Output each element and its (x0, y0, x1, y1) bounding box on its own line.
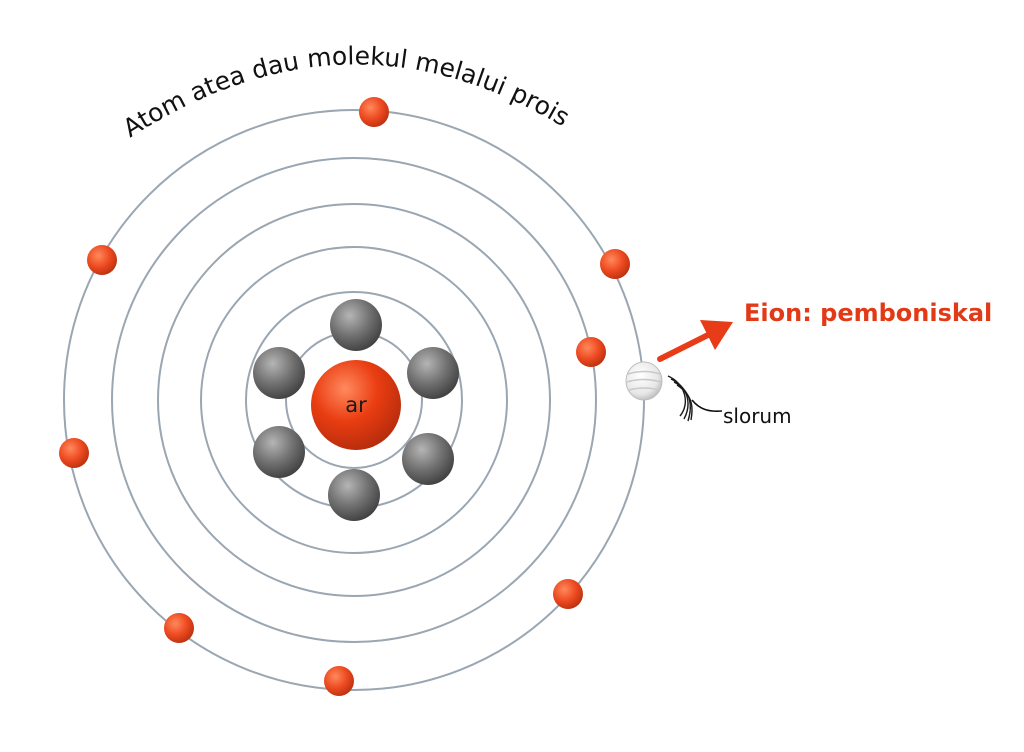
orbit-ring (200, 246, 508, 554)
electron (359, 97, 389, 127)
neutron (253, 426, 305, 478)
nucleus-core (311, 360, 401, 450)
electron (576, 337, 606, 367)
electron (87, 245, 117, 275)
pointer-line (691, 399, 723, 413)
neutron (402, 433, 454, 485)
neutron (253, 347, 305, 399)
neutron (407, 347, 459, 399)
ejected-electron-body (625, 361, 663, 401)
nucleus-label: ar (345, 393, 367, 417)
neutron (328, 469, 380, 521)
electrons (59, 97, 630, 696)
electron (553, 579, 583, 609)
electron-label: slorum (723, 404, 792, 428)
electron (324, 666, 354, 696)
orbits (63, 109, 645, 691)
diagram-title: Atom atea dau molekul melalui proisasi (0, 0, 575, 143)
orbit-ring (111, 157, 597, 643)
nucleus: ar (311, 360, 401, 450)
ejected-electron (625, 320, 733, 422)
electron (164, 613, 194, 643)
ion-label: Eion: pemboniskal (744, 299, 993, 327)
electron (59, 438, 89, 468)
orbit-ring (157, 203, 551, 597)
diagram-title-text: Atom atea dau molekul melalui proisasi (0, 0, 575, 143)
arrow-icon (657, 320, 733, 362)
motion-streaks (667, 375, 693, 422)
neutrons (253, 299, 459, 521)
ejected-electron-ridges (626, 370, 662, 391)
neutron (330, 299, 382, 351)
electron (600, 249, 630, 279)
